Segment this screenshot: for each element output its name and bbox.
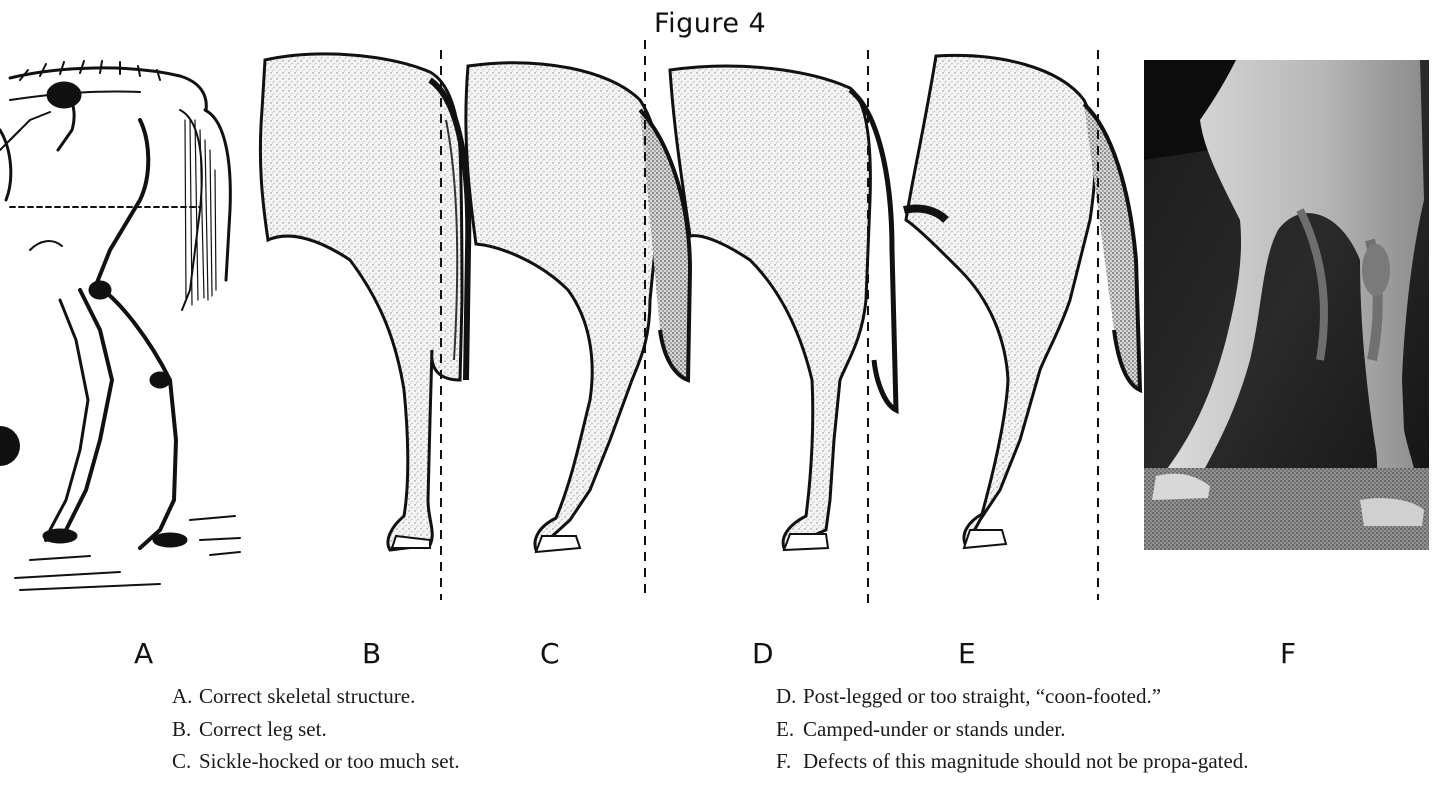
caption-label: A. — [172, 680, 199, 713]
panel-f-photograph — [1144, 60, 1429, 550]
panel-d-horse-leg-illustration — [670, 66, 896, 550]
caption-label: E. — [776, 713, 803, 746]
figure-illustrations — [0, 0, 1441, 640]
caption-list-left: A. Correct skeletal structure. B. Correc… — [172, 680, 460, 778]
panel-label-b: B — [362, 637, 381, 670]
panel-label-d: D — [752, 637, 774, 670]
panel-label-c: C — [540, 637, 560, 670]
panel-label-a: A — [134, 637, 153, 670]
caption-text: Correct skeletal structure. — [199, 680, 415, 713]
caption-item-d: D. Post-legged or too straight, “coon-fo… — [776, 680, 1336, 713]
caption-label: D. — [776, 680, 803, 713]
caption-text: Defects of this magnitude should not be … — [803, 745, 1336, 778]
caption-label: F. — [776, 745, 803, 778]
panel-c-horse-leg-illustration — [466, 63, 690, 552]
caption-label: C. — [172, 745, 199, 778]
caption-item-b: B. Correct leg set. — [172, 713, 460, 746]
caption-item-e: E. Camped-under or stands under. — [776, 713, 1336, 746]
panel-b-horse-leg-illustration — [260, 54, 468, 550]
panel-label-f: F — [1280, 637, 1296, 670]
caption-text: Post-legged or too straight, “coon-foote… — [803, 680, 1161, 713]
caption-item-a: A. Correct skeletal structure. — [172, 680, 460, 713]
caption-label: B. — [172, 713, 199, 746]
caption-item-f: F. Defects of this magnitude should not … — [776, 745, 1336, 778]
caption-list-right: D. Post-legged or too straight, “coon-fo… — [776, 680, 1336, 778]
panel-label-e: E — [958, 637, 976, 670]
caption-text: Correct leg set. — [199, 713, 327, 746]
caption-text: Sickle-hocked or too much set. — [199, 745, 460, 778]
caption-item-c: C. Sickle-hocked or too much set. — [172, 745, 460, 778]
panel-e-horse-leg-illustration — [904, 55, 1140, 548]
margin-hole-mark — [0, 426, 20, 466]
caption-text: Camped-under or stands under. — [803, 713, 1065, 746]
panel-a-skeleton-illustration — [0, 61, 240, 590]
